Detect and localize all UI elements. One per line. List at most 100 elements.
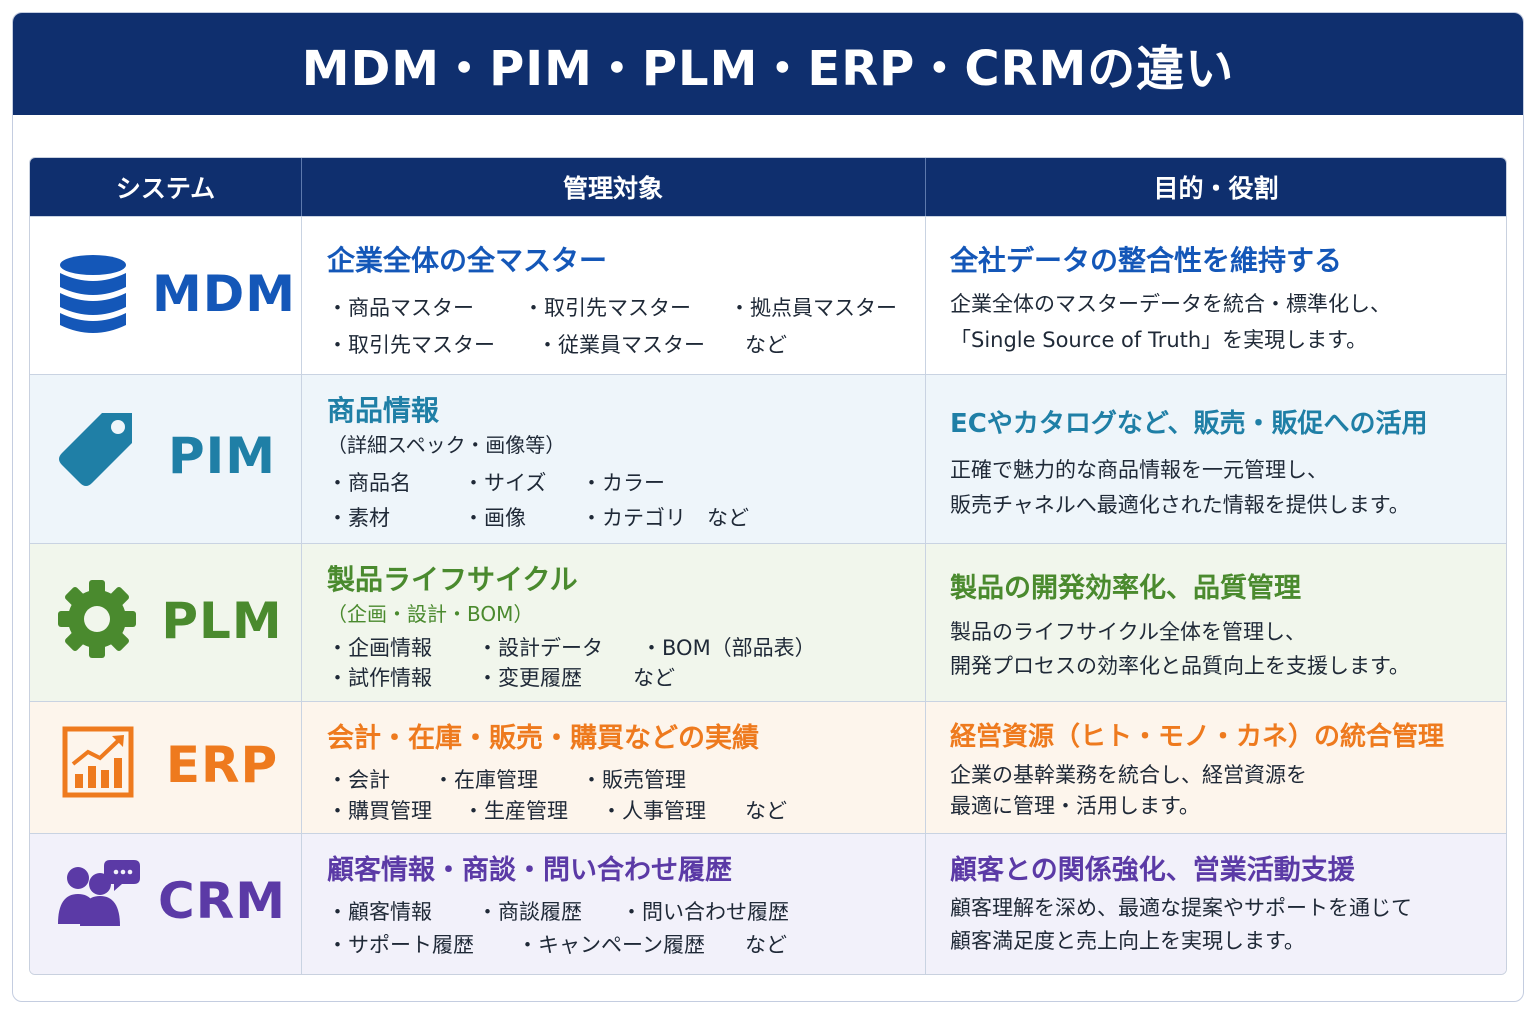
list-item: ・試作情報 <box>327 666 432 690</box>
purpose-line: 正確で魅力的な商品情報を一元管理し、 <box>950 458 1328 482</box>
purpose-title: 全社データの整合性を維持する <box>950 244 1343 277</box>
table-row-erp: ERP 会計・在庫・販売・購買などの実績 ・会計 ・在庫管理 ・販売管理 ・購買… <box>30 701 1506 833</box>
header-system: システム <box>115 174 216 203</box>
title-banner: MDM・PIM・PLM・ERP・CRMの違い <box>13 13 1523 115</box>
system-cell-erp: ERP <box>30 702 301 833</box>
list-item: ・画像 <box>463 506 526 530</box>
list-item: ・会計 <box>327 768 390 792</box>
column-divider <box>925 834 926 974</box>
growth-chart-icon <box>62 726 134 802</box>
target-cell-mdm: 企業全体の全マスター ・商品マスター ・取引先マスター ・拠点員マスター ・取引… <box>327 217 917 374</box>
target-subtitle: （詳細スペック・画像等） <box>327 433 566 457</box>
system-name: ERP <box>165 736 279 794</box>
list-item: ・カテゴリ など <box>581 506 749 530</box>
list-item: ・取引先マスター <box>523 296 691 320</box>
system-name: PIM <box>167 427 276 485</box>
list-item: ・サイズ <box>463 471 547 495</box>
system-cell-pim: PIM <box>30 375 301 543</box>
system-cell-crm: CRM <box>30 834 301 974</box>
purpose-line: 製品のライフサイクル全体を管理し、 <box>950 620 1306 644</box>
purpose-title: 経営資源（ヒト・モノ・カネ）の統合管理 <box>950 722 1445 752</box>
purpose-line: 「Single Source of Truth」を実現します。 <box>950 328 1368 352</box>
system-name: CRM <box>158 872 286 930</box>
target-subtitle: （企画・設計・BOM） <box>327 602 534 626</box>
column-divider <box>301 375 302 543</box>
purpose-line: 開発プロセスの効率化と品質向上を支援します。 <box>950 654 1410 678</box>
header-divider <box>301 158 302 216</box>
column-divider <box>301 544 302 701</box>
system-name: MDM <box>152 265 297 323</box>
table-row-pim: PIM 商品情報 （詳細スペック・画像等） ・商品名 ・サイズ ・カラー ・素材… <box>30 374 1506 543</box>
comparison-table: システム 管理対象 目的・役割 MDM <box>29 157 1507 975</box>
purpose-cell-mdm: 全社データの整合性を維持する 企業全体のマスターデータを統合・標準化し、 「Si… <box>950 217 1500 374</box>
list-item: ・設計データ <box>477 636 603 660</box>
purpose-title: 製品の開発効率化、品質管理 <box>950 573 1301 604</box>
list-item: ・変更履歴 <box>477 666 582 690</box>
column-divider <box>301 217 302 374</box>
target-title: 企業全体の全マスター <box>327 244 608 277</box>
target-title: 顧客情報・商談・問い合わせ履歴 <box>327 855 732 886</box>
purpose-line: 販売チャネルへ最適化された情報を提供します。 <box>950 493 1410 517</box>
list-item: ・サポート履歴 <box>327 933 474 957</box>
list-item: など <box>745 933 787 957</box>
purpose-line: 企業全体のマスターデータを統合・標準化し、 <box>950 292 1391 316</box>
purpose-title: 顧客との関係強化、営業活動支援 <box>950 855 1355 886</box>
header-target: 管理対象 <box>562 174 663 203</box>
list-item: ・素材 <box>327 506 390 530</box>
column-divider <box>925 544 926 701</box>
list-item: ・キャンペーン履歴 <box>517 933 705 957</box>
price-tag-icon <box>56 409 138 495</box>
purpose-line: 企業の基幹業務を統合し、経営資源を <box>950 763 1307 787</box>
target-cell-plm: 製品ライフサイクル （企画・設計・BOM） ・企画情報 ・設計データ ・BOM（… <box>327 544 917 701</box>
database-icon <box>56 253 130 343</box>
system-cell-plm: PLM <box>30 544 301 701</box>
list-item: ・問い合わせ履歴 <box>621 900 789 924</box>
purpose-title: ECやカタログなど、販売・販促への活用 <box>950 409 1428 439</box>
list-item: ・拠点員マスター <box>729 296 897 320</box>
purpose-line: 顧客理解を深め、最適な提案やサポートを通じて <box>950 896 1412 920</box>
list-item: ・取引先マスター <box>327 333 495 357</box>
table-row-mdm: MDM 企業全体の全マスター ・商品マスター ・取引先マスター ・拠点員マスター… <box>30 216 1506 374</box>
purpose-cell-pim: ECやカタログなど、販売・販促への活用 正確で魅力的な商品情報を一元管理し、 販… <box>950 375 1500 543</box>
column-divider <box>301 834 302 974</box>
list-item: など <box>745 799 787 823</box>
header-divider <box>925 158 926 216</box>
table-row-plm: PLM 製品ライフサイクル （企画・設計・BOM） ・企画情報 ・設計データ ・… <box>30 543 1506 701</box>
list-item: ・在庫管理 <box>433 768 538 792</box>
target-cell-pim: 商品情報 （詳細スペック・画像等） ・商品名 ・サイズ ・カラー ・素材 ・画像… <box>327 375 917 543</box>
column-divider <box>301 702 302 833</box>
system-cell-mdm: MDM <box>30 217 301 374</box>
list-item: ・従業員マスター <box>537 333 705 357</box>
purpose-cell-erp: 経営資源（ヒト・モノ・カネ）の統合管理 企業の基幹業務を統合し、経営資源を 最適… <box>950 702 1500 833</box>
list-item: ・顧客情報 <box>327 900 432 924</box>
purpose-line: 最適に管理・活用します。 <box>950 794 1200 818</box>
target-cell-erp: 会計・在庫・販売・購買などの実績 ・会計 ・在庫管理 ・販売管理 ・購買管理 ・… <box>327 702 917 833</box>
list-item: ・企画情報 <box>327 636 432 660</box>
purpose-line: 顧客満足度と売上向上を実現します。 <box>950 929 1305 953</box>
customer-chat-icon <box>56 858 140 932</box>
target-title: 商品情報 <box>327 394 440 427</box>
system-name: PLM <box>161 592 283 650</box>
gear-icon <box>56 578 138 664</box>
column-divider <box>925 375 926 543</box>
list-item: ・カラー <box>581 471 665 495</box>
list-item: ・人事管理 <box>601 799 706 823</box>
list-item: ・販売管理 <box>581 768 686 792</box>
list-item: ・購買管理 <box>327 799 432 823</box>
list-item: ・商談履歴 <box>477 900 582 924</box>
target-title: 製品ライフサイクル <box>327 563 578 596</box>
list-item: など <box>745 333 787 357</box>
target-cell-crm: 顧客情報・商談・問い合わせ履歴 ・顧客情報 ・商談履歴 ・問い合わせ履歴 ・サポ… <box>327 834 917 974</box>
table-header: システム 管理対象 目的・役割 <box>30 158 1506 216</box>
purpose-cell-plm: 製品の開発効率化、品質管理 製品のライフサイクル全体を管理し、 開発プロセスの効… <box>950 544 1500 701</box>
list-item: など <box>633 666 675 690</box>
list-item: ・BOM（部品表） <box>641 636 816 660</box>
page-title: MDM・PIM・PLM・ERP・CRMの違い <box>301 41 1235 97</box>
list-item: ・生産管理 <box>463 799 568 823</box>
target-title: 会計・在庫・販売・購買などの実績 <box>327 723 759 754</box>
purpose-cell-crm: 顧客との関係強化、営業活動支援 顧客理解を深め、最適な提案やサポートを通じて 顧… <box>950 834 1500 974</box>
infographic-frame: MDM・PIM・PLM・ERP・CRMの違い システム 管理対象 目的・役割 <box>12 12 1524 1002</box>
column-divider <box>925 702 926 833</box>
list-item: ・商品マスター <box>327 296 474 320</box>
column-divider <box>925 217 926 374</box>
